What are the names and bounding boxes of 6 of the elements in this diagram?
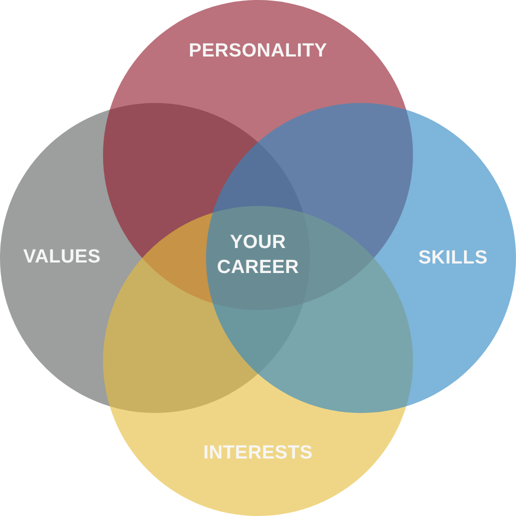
center-label: YOUR CAREER: [216, 231, 300, 280]
circle-label: INTERESTS: [203, 442, 313, 466]
circle-label: SKILLS: [418, 246, 488, 270]
circle-label: VALUES: [23, 246, 101, 270]
circle-label: PERSONALITY: [188, 40, 328, 64]
venn-circle: [206, 103, 516, 413]
